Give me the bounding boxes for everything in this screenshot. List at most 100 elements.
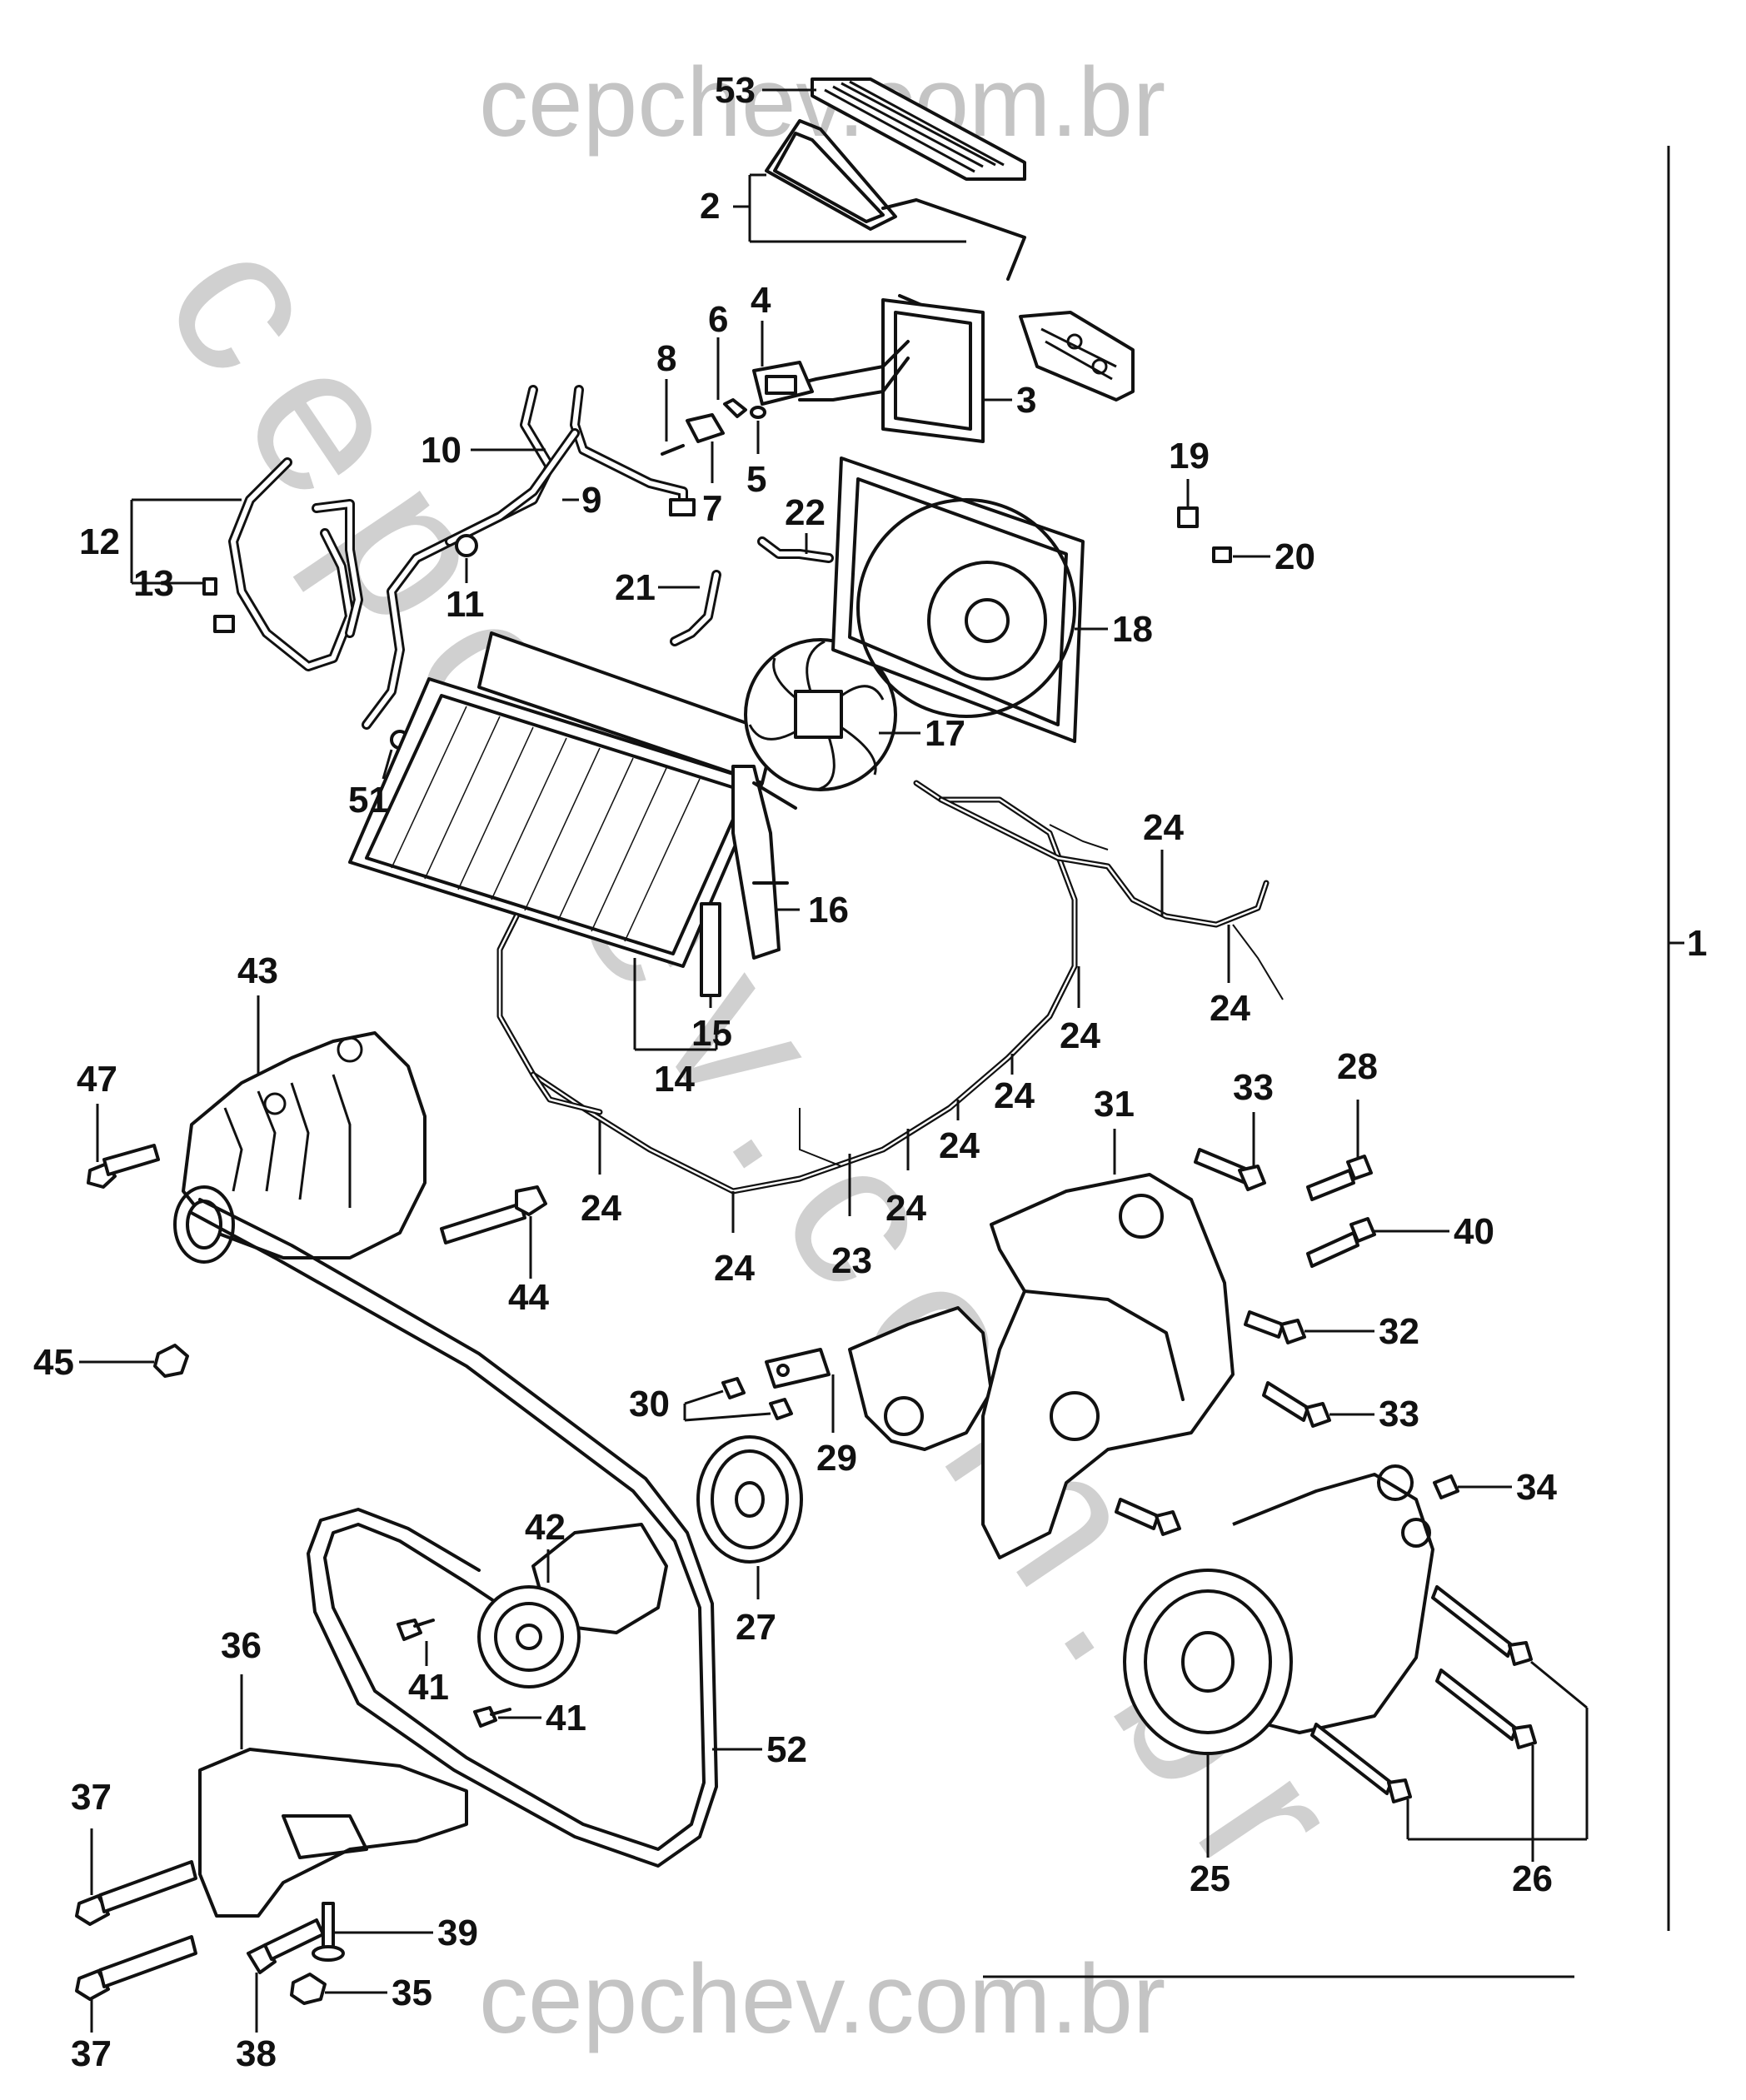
callout-34: 34 [1516,1467,1557,1508]
callout-33b: 33 [1379,1394,1419,1434]
part-2-seals [733,119,1026,312]
part-18-fan-shroud [831,456,1108,743]
watermark-bottom: cepchev.com.br [479,1944,1165,2054]
callout-11: 11 [446,584,485,625]
callout-27: 27 [736,1607,776,1648]
callout-26: 26 [1512,1858,1553,1899]
part-42-tensioner [477,1523,668,1688]
part-9-10-lines [362,385,696,730]
part-52-belt [188,1198,762,1868]
part-20-connector [1212,546,1270,563]
part-14-condenser [348,631,776,1051]
part-33-bolt-2 [1262,1381,1374,1428]
callout-43: 43 [237,950,278,991]
part-7-block [686,413,725,483]
callout-31: 31 [1094,1084,1135,1125]
callout-33a: 33 [1233,1067,1274,1108]
callout-35: 35 [392,1973,432,2013]
callout-38: 38 [236,2033,277,2074]
callout-20: 20 [1275,536,1315,577]
part-44-bolt [440,1185,547,1279]
part-35-nut [290,1973,387,2005]
part-25-ac-compressor [1123,1464,1434,1858]
callout-36: 36 [221,1625,262,1666]
part-12-hose [130,457,363,671]
callout-23: 23 [831,1240,872,1281]
callout-24f: 24 [1060,1015,1100,1056]
callout-14: 14 [654,1059,695,1100]
part-26-bolts [1310,1585,1589,1862]
callout-28: 28 [1337,1046,1378,1087]
callout-25: 25 [1190,1858,1230,1899]
callout-21: 21 [615,567,656,608]
part-13-valve-cap [179,577,217,596]
part-34-bolt [1433,1474,1512,1499]
part-4-expansion-valve [752,321,814,406]
callout-37b: 37 [71,2033,112,2074]
callout-37a: 37 [71,1777,112,1818]
part-29-plate [765,1348,835,1433]
part-5-oring [750,406,766,454]
part-47-bolt [87,1104,160,1189]
callout-8: 8 [656,338,676,379]
part-37-bolt [75,1828,197,1926]
part-31-compressor-bracket [981,1129,1235,1559]
part-39-stud [312,1902,433,1962]
callout-15: 15 [691,1013,732,1054]
callout-32: 32 [1379,1311,1419,1352]
callout-45: 45 [33,1342,74,1383]
callout-24a: 24 [581,1188,621,1229]
part-36-bracket [198,1674,468,1918]
compressor-mount-bolt [1115,1498,1181,1536]
callout-6: 6 [708,299,728,340]
part-41-bolt [397,1619,435,1666]
part-30-bolts [683,1377,793,1422]
assembly-bracket [1667,146,1684,1931]
callout-7: 7 [702,488,722,529]
part-19-relay [1177,479,1199,528]
part-15-receiver-drier [700,902,721,1008]
callout-42: 42 [525,1507,566,1548]
callout-19: 19 [1169,436,1210,476]
callout-41b: 41 [546,1698,586,1738]
part-32-bolt [1244,1310,1374,1344]
callout-24g: 24 [1143,807,1184,848]
part-21-pipe [658,570,721,646]
blower-module [1019,311,1135,402]
callout-53: 53 [715,70,756,111]
part-53-cabin-filter [762,77,1026,181]
callout-40: 40 [1454,1211,1494,1252]
callout-3: 3 [1016,380,1036,421]
part-6-clip [716,337,747,418]
part-24-wiring-harness [496,780,1284,1233]
callout-24h: 24 [1210,988,1250,1029]
part-8-pin [661,379,685,456]
callout-22: 22 [785,492,826,533]
callout-labels: 1 2 3 4 5 6 7 8 9 10 11 12 13 14 15 16 1… [33,70,1707,2074]
callout-16: 16 [808,890,849,930]
part-40-bolt [1306,1217,1449,1268]
part-11-fitting [455,534,478,583]
part-16-bracket [731,765,800,960]
callout-44: 44 [508,1277,549,1318]
part-22-hose [757,533,834,563]
callout-51: 51 [348,780,389,821]
callout-24b: 24 [714,1248,755,1289]
callout-24d: 24 [939,1125,980,1166]
callout-10: 10 [421,430,461,471]
callout-4: 4 [751,280,771,321]
callout-29: 29 [816,1438,857,1479]
part-33-bolt [1194,1112,1266,1191]
callout-39: 39 [437,1913,478,1953]
part-27-idler-pulley [696,1435,803,1599]
callout-18: 18 [1112,609,1153,650]
part-43-alternator [173,995,427,1264]
callout-41a: 41 [408,1667,449,1708]
part-37-bolt-2 [75,1935,197,2033]
part-17-fan [744,638,920,791]
part-41-bolt-2 [473,1706,541,1728]
callout-30: 30 [629,1384,670,1424]
callout-12: 12 [79,521,120,562]
